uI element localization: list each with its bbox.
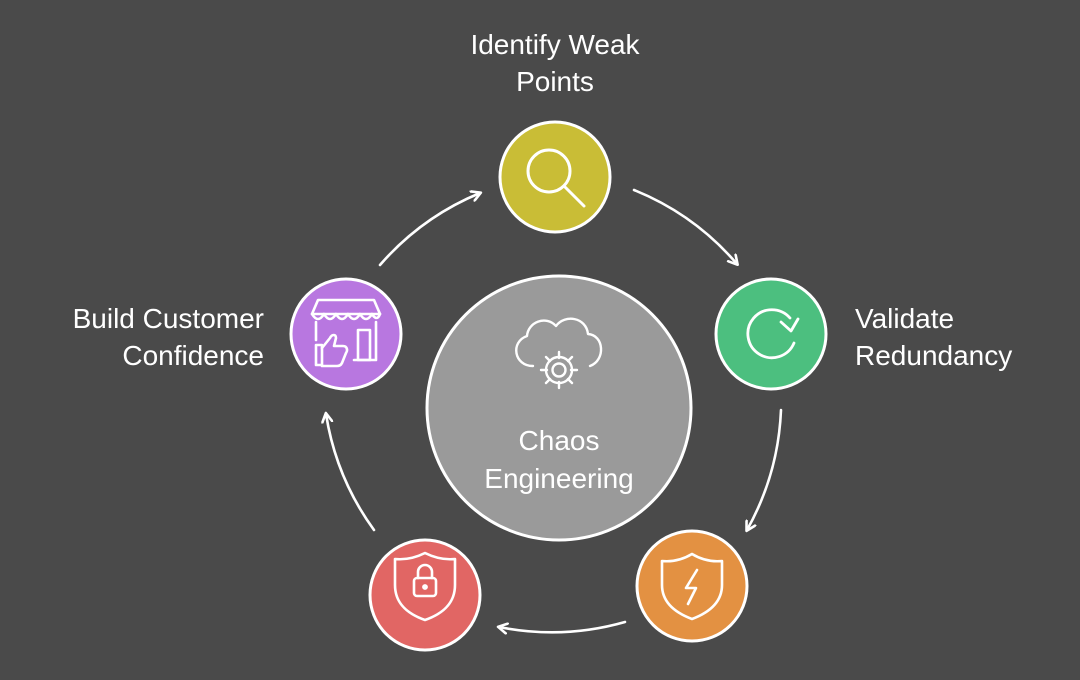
step-label-validate-line-1: Validate bbox=[855, 303, 955, 334]
step-resilience bbox=[635, 529, 749, 643]
step-label-validate: Validate Redundancy bbox=[855, 300, 1065, 374]
step-identify-weak-points bbox=[498, 120, 612, 234]
shield-bolt-icon bbox=[660, 552, 724, 621]
step-label-validate-line-2: Redundancy bbox=[855, 340, 1013, 371]
arrow-confidence-to-identify bbox=[378, 193, 480, 267]
center-circle bbox=[425, 274, 693, 542]
arrow-identify-to-validate bbox=[632, 188, 737, 264]
step-validate-redundancy bbox=[714, 277, 828, 391]
center-title-line-2: Engineering bbox=[484, 463, 634, 494]
cloud-gear-icon bbox=[515, 317, 603, 390]
step-security bbox=[368, 538, 482, 652]
step-label-identify-line-1: Identify Weak bbox=[470, 29, 640, 60]
arrow-security-to-confidence bbox=[326, 414, 376, 532]
arrow-validate-to-resilience bbox=[747, 408, 783, 530]
shield-lock-icon bbox=[393, 551, 457, 622]
arrow-resilience-to-security bbox=[499, 620, 627, 632]
step-label-confidence: Build Customer Confidence bbox=[20, 300, 264, 374]
step-label-confidence-line-1: Build Customer bbox=[72, 303, 264, 334]
step-label-identify-line-2: Points bbox=[516, 66, 594, 97]
step-build-customer-confidence bbox=[289, 277, 403, 391]
center-title: Chaos Engineering bbox=[428, 422, 690, 498]
refresh-icon bbox=[746, 308, 800, 360]
storefront-thumbs-up-icon bbox=[310, 298, 382, 368]
center-title-line-1: Chaos bbox=[518, 425, 600, 456]
step-label-identify: Identify Weak Points bbox=[440, 26, 670, 100]
magnifier-icon bbox=[526, 148, 586, 208]
step-label-confidence-line-2: Confidence bbox=[122, 340, 264, 371]
